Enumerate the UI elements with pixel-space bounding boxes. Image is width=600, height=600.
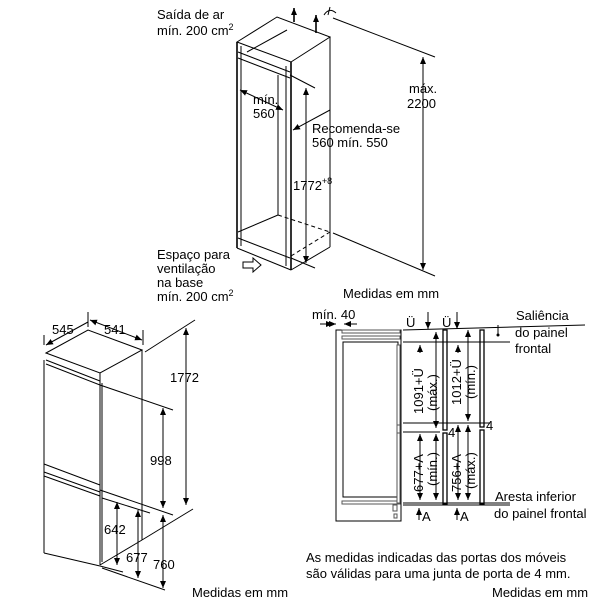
- lower-max-dim: 756+A (máx.): [449, 452, 478, 492]
- svg-text:756+A: 756+A: [449, 454, 464, 492]
- svg-text:(máx.): (máx.): [425, 374, 440, 411]
- total-height-label: 1772: [170, 370, 199, 385]
- u-label-1: Ü: [406, 315, 415, 330]
- air-outlet-label: Saída de ar: [157, 7, 225, 22]
- vent-label-1: Espaço para: [157, 247, 231, 262]
- svg-text:(máx.): (máx.): [463, 452, 478, 489]
- width-label: 541: [104, 322, 126, 337]
- vent-area: mín. 200 cm2: [157, 288, 234, 304]
- overhang-label-3: frontal: [515, 341, 551, 356]
- units-label-right: Medidas em mm: [492, 585, 588, 600]
- min-width-label: mín.: [253, 92, 278, 107]
- bottom-edge-label-1: Aresta inferior: [495, 489, 577, 504]
- units-label-left: Medidas em mm: [192, 585, 288, 600]
- dim-760-label: 760: [153, 557, 175, 572]
- svg-text:677+A: 677+A: [411, 454, 426, 492]
- niche-drawing: [235, 6, 436, 277]
- dim-642-label: 642: [104, 522, 126, 537]
- door-drawing: [320, 312, 586, 522]
- svg-text:(mín.): (mín.): [463, 365, 478, 399]
- u-label-2: Ü: [442, 315, 451, 330]
- lower-min-dim: 677+A (mín.): [411, 452, 440, 492]
- upper-max-dim: 1091+Ü (máx.): [411, 368, 440, 414]
- note-line-1: As medidas indicadas das portas dos móve…: [306, 550, 567, 565]
- vent-label-3: na base: [157, 275, 203, 290]
- note-line-2: são válidas para uma junta de porta de 4…: [306, 566, 570, 581]
- niche-height: 1772+8: [293, 176, 332, 193]
- upper-height-label: 998: [150, 453, 172, 468]
- max-height-label: máx.: [409, 81, 437, 96]
- dim-677-label: 677: [126, 550, 148, 565]
- vent-label-2: ventilação: [157, 261, 216, 276]
- appliance-drawing: [43, 312, 196, 591]
- gap-label-1: 4: [448, 425, 455, 440]
- overhang-label-2: do painel: [515, 325, 568, 340]
- overhang-label-1: Saliência: [516, 308, 570, 323]
- bottom-edge-label-2: do painel frontal: [494, 506, 587, 521]
- max-height-value: 2200: [407, 96, 436, 111]
- recommended-label: Recomenda-se: [312, 121, 400, 136]
- depth-label: 545: [52, 322, 74, 337]
- a-label-1: A: [422, 509, 431, 524]
- units-label-top: Medidas em mm: [343, 286, 439, 301]
- svg-text:1091+Ü: 1091+Ü: [411, 368, 426, 414]
- upper-min-dim: 1012+Ü (mín.): [449, 359, 478, 405]
- cut-mark-icon: [323, 6, 337, 16]
- svg-text:1012+Ü: 1012+Ü: [449, 359, 464, 405]
- min-width-value: 560: [253, 106, 275, 121]
- gap-label-2: 4: [486, 418, 493, 433]
- recommended-value: 560 mín. 550: [312, 135, 388, 150]
- a-label-2: A: [460, 509, 469, 524]
- svg-text:(mín.): (mín.): [425, 452, 440, 486]
- min-gap-label: mín. 40: [312, 307, 355, 322]
- vent-arrow-icon: [242, 256, 262, 274]
- air-outlet-area: mín. 200 cm2: [157, 22, 234, 38]
